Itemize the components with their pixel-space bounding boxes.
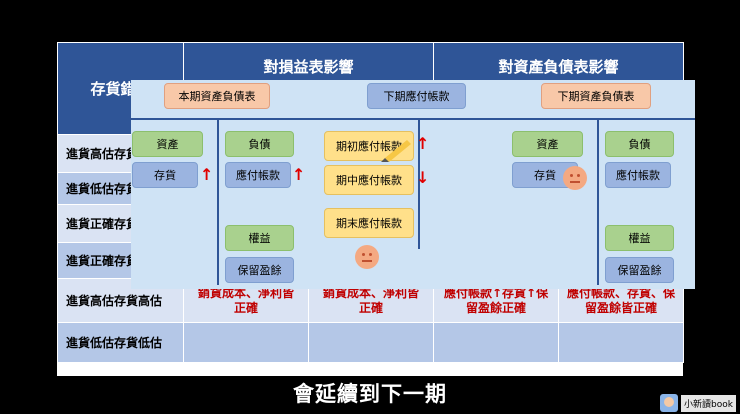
avatar-icon bbox=[660, 394, 679, 412]
arrow-up-icon: ↑ bbox=[200, 165, 214, 184]
ap-beginning-box: 期初應付帳款 bbox=[324, 131, 414, 161]
arrow-up-icon: ↑ bbox=[292, 165, 306, 184]
t-line bbox=[513, 118, 695, 120]
assets-box-next: 資產 bbox=[512, 131, 583, 157]
channel-brand: 小新讀book bbox=[660, 394, 736, 412]
ap-ending-box: 期末應付帳款 bbox=[324, 208, 414, 238]
next-ap-title: 下期應付帳款 bbox=[367, 83, 466, 109]
equity-box: 權益 bbox=[225, 225, 294, 251]
t-line bbox=[321, 118, 513, 120]
subtitle-caption: 會延續到下一期 bbox=[293, 382, 447, 406]
retained-earnings-box: 保留盈餘 bbox=[225, 257, 294, 283]
face-icon bbox=[563, 166, 587, 190]
retained-earnings-box-next: 保留盈餘 bbox=[605, 257, 674, 283]
ap-middle-box: 期中應付帳款 bbox=[324, 165, 414, 195]
current-balance-sheet-title: 本期資產負債表 bbox=[164, 83, 270, 109]
t-line bbox=[131, 118, 331, 120]
arrow-down-icon: ↓ bbox=[416, 168, 430, 187]
equity-box-next: 權益 bbox=[605, 225, 674, 251]
liabilities-box-next: 負債 bbox=[605, 131, 674, 157]
t-line bbox=[217, 118, 219, 285]
next-balance-sheet-title: 下期資產負債表 bbox=[541, 83, 651, 109]
arrow-up-icon: ↑ bbox=[416, 134, 430, 153]
inventory-box: 存貨 bbox=[132, 162, 198, 188]
ap-box: 應付帳款 bbox=[225, 162, 291, 188]
ap-box-next: 應付帳款 bbox=[605, 162, 671, 188]
t-line bbox=[418, 118, 420, 249]
row-label: 進貨低估存貨低估 bbox=[57, 322, 184, 363]
pencil-icon bbox=[381, 140, 411, 162]
balance-sheet-diagram: 本期資產負債表 下期應付帳款 下期資產負債表 資產 存貨 ↑ 負債 應付帳款 ↑… bbox=[131, 80, 695, 289]
assets-box: 資產 bbox=[132, 131, 203, 157]
brand-label: 小新讀book bbox=[681, 394, 736, 412]
face-icon bbox=[355, 245, 379, 269]
t-line bbox=[597, 118, 599, 285]
liabilities-box: 負債 bbox=[225, 131, 294, 157]
